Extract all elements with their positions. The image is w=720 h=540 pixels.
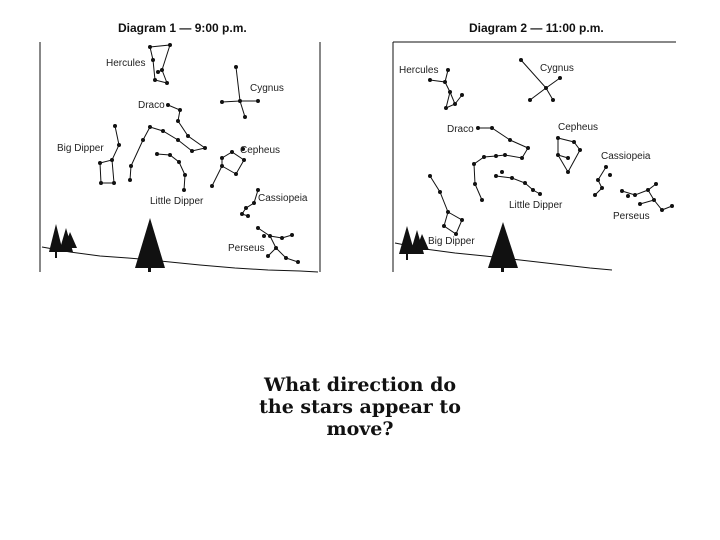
perseus-constellation-2 xyxy=(620,182,674,212)
draco-constellation-1 xyxy=(128,103,207,182)
label-cassiopeia-2: Cassiopeia xyxy=(601,151,651,162)
label-cygnus-1: Cygnus xyxy=(250,83,284,94)
cepheus-constellation-2 xyxy=(556,136,582,174)
label-draco-2: Draco xyxy=(447,124,474,135)
label-cassiopeia-1: Cassiopeia xyxy=(258,193,308,204)
label-cepheus-1: Cepheus xyxy=(240,145,280,156)
label-big-dipper-1: Big Dipper xyxy=(57,143,104,154)
label-hercules-2: Hercules xyxy=(399,65,438,76)
tree-icon xyxy=(488,222,518,272)
question-line: move? xyxy=(326,418,394,440)
question-text: What direction do the stars appear to mo… xyxy=(200,374,520,440)
diagram-2-title: Diagram 2 — 11:00 p.m. xyxy=(469,21,604,35)
little-dipper-constellation-1 xyxy=(155,152,187,192)
label-little-dipper-2: Little Dipper xyxy=(509,200,563,211)
hercules-constellation-2 xyxy=(428,68,464,110)
tree-icon xyxy=(135,218,165,272)
cygnus-constellation-1 xyxy=(220,65,260,119)
perseus-constellation-1 xyxy=(256,226,300,264)
diagram-2-sky: Hercules Cygnus Draco Cepheus Cassiopeia… xyxy=(394,58,674,272)
cygnus-constellation-2 xyxy=(519,58,562,102)
label-big-dipper-2: Big Dipper xyxy=(428,236,475,247)
big-dipper-constellation-2 xyxy=(428,174,464,236)
horizon-line-1 xyxy=(41,246,319,273)
label-cepheus-2: Cepheus xyxy=(558,122,598,133)
tree-icon xyxy=(399,226,429,260)
diagram-1-sky: Hercules Cygnus Draco Big Dipper Cepheus… xyxy=(41,43,319,273)
diagram-1-title: Diagram 1 — 9:00 p.m. xyxy=(118,21,247,35)
label-hercules-1: Hercules xyxy=(106,58,145,69)
label-draco-1: Draco xyxy=(138,100,165,111)
big-dipper-constellation-1 xyxy=(98,124,121,185)
label-little-dipper-1: Little Dipper xyxy=(150,196,204,207)
question-line: What direction do xyxy=(263,374,457,396)
draco-constellation-2 xyxy=(472,126,530,202)
label-perseus-2: Perseus xyxy=(613,211,650,222)
question-line: the stars appear to xyxy=(259,396,461,418)
label-cygnus-2: Cygnus xyxy=(540,63,574,74)
little-dipper-constellation-2 xyxy=(494,170,542,196)
tree-icon xyxy=(49,224,77,258)
label-perseus-1: Perseus xyxy=(228,243,265,254)
cassiopeia-constellation-1 xyxy=(240,188,260,218)
hercules-constellation-1 xyxy=(148,43,172,85)
cepheus-constellation-1 xyxy=(210,147,246,188)
cassiopeia-constellation-2 xyxy=(593,165,612,197)
